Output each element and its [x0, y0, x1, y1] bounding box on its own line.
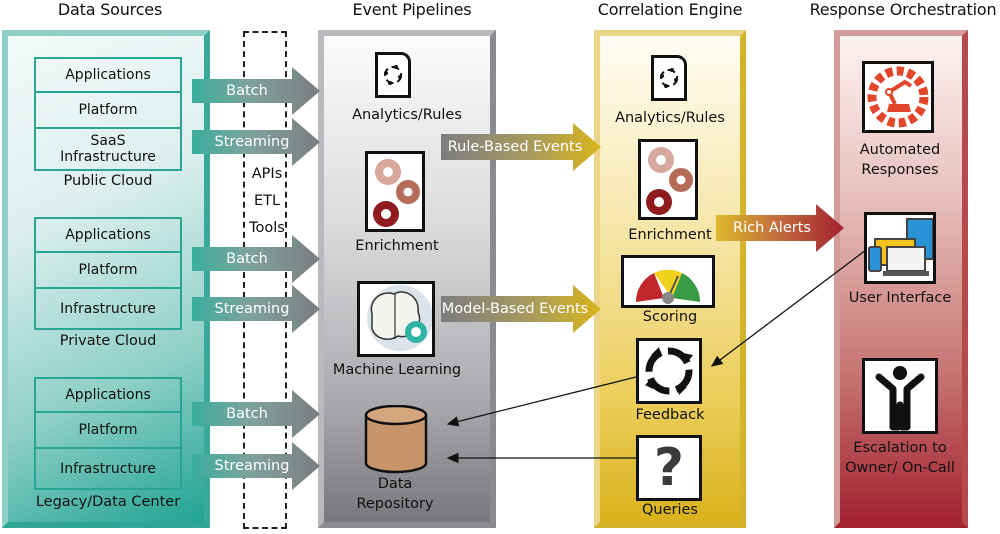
- document-cycle-icon: [651, 55, 687, 101]
- layer-infrastructure: Infrastructure: [60, 300, 156, 317]
- correlation-label-scoring: Scoring: [642, 309, 698, 325]
- ingest-tools-column: [243, 31, 287, 529]
- cycle-arrows-icon: [636, 338, 702, 404]
- tool-etl: ETL: [253, 193, 281, 209]
- correlation-label-feedback: Feedback: [635, 407, 705, 423]
- response-label-automated-responses: Automated Responses: [859, 142, 941, 178]
- layer-platform: Platform: [36, 253, 180, 289]
- arrow-label: Rule-Based Events: [447, 139, 583, 155]
- pipeline-label-data-repository: Data Repository: [356, 476, 434, 512]
- document-cycle-icon: [375, 52, 411, 98]
- rule-based-events-arrow: Rule-Based Events: [441, 123, 603, 171]
- layer-applications: Applications: [36, 219, 180, 253]
- pipeline-label-analytics-rules: Analytics/Rules: [352, 107, 462, 123]
- model-based-events-arrow: Model-Based Events: [441, 285, 603, 333]
- tool-tools: Tools: [249, 220, 285, 236]
- ui-to-feedback-line: [710, 249, 867, 367]
- gears-icon: [638, 139, 698, 220]
- streaming-arrow-private: Streaming: [192, 285, 322, 333]
- arrow-label: Streaming: [214, 134, 290, 150]
- ingest-tools-label: APIs ETL Tools: [243, 161, 291, 242]
- column-title-correlation-engine: Correlation Engine: [597, 0, 743, 19]
- arrow-label: Batch: [226, 406, 268, 422]
- feedback-to-repository-line: [446, 376, 637, 427]
- layer-platform: Platform: [36, 93, 180, 129]
- gauge-icon: [621, 255, 715, 308]
- response-label-user-interface: User Interface: [848, 290, 952, 306]
- streaming-arrow-public: Streaming: [192, 118, 322, 166]
- question-icon: ?: [636, 435, 702, 501]
- pipeline-label-machine-learning: Machine Learning: [332, 362, 462, 378]
- arrow-label: Streaming: [214, 301, 290, 317]
- group-label-legacy-data-center: Legacy/Data Center: [35, 494, 181, 510]
- layer-applications: Applications: [36, 379, 180, 413]
- correlation-label-analytics-rules: Analytics/Rules: [615, 110, 725, 126]
- batch-arrow-legacy: Batch: [192, 390, 322, 438]
- layer-applications: Applications: [36, 59, 180, 93]
- tool-apis: APIs: [251, 166, 283, 182]
- arrow-label: Rich Alerts: [733, 220, 811, 236]
- arrow-label: Batch: [226, 251, 268, 267]
- layer-infrastructure: Infrastructure: [60, 460, 156, 477]
- correlation-label-queries: Queries: [642, 502, 698, 518]
- devices-icon: [864, 212, 936, 284]
- arrow-label: Batch: [226, 83, 268, 99]
- database-icon: [364, 404, 428, 475]
- column-title-response-orchestration: Response Orchestration: [809, 0, 997, 19]
- layer-saas-infrastructure: SaaS Infrastructure: [60, 133, 156, 165]
- data-sources-panel: [2, 30, 210, 528]
- correlation-label-enrichment: Enrichment: [628, 227, 712, 243]
- arrow-label: Streaming: [214, 458, 290, 474]
- layer-platform: Platform: [36, 413, 180, 449]
- streaming-arrow-legacy: Streaming: [192, 442, 322, 490]
- arrow-label: Model-Based Events: [441, 301, 589, 317]
- brain-gear-icon: [357, 281, 435, 357]
- robot-gear-icon: [862, 61, 934, 133]
- batch-arrow-private: Batch: [192, 235, 322, 283]
- column-title-data-sources: Data Sources: [57, 0, 163, 19]
- response-label-escalation: Escalation to Owner/ On-Call: [845, 440, 955, 476]
- pipeline-label-enrichment: Enrichment: [355, 238, 439, 254]
- legacy-stack: Applications Platform Infrastructure: [34, 377, 182, 490]
- column-title-event-pipelines: Event Pipelines: [352, 0, 472, 19]
- rich-alerts-arrow: Rich Alerts: [716, 204, 846, 252]
- gears-icon: [365, 151, 425, 232]
- group-label-public-cloud: Public Cloud: [63, 173, 153, 189]
- private-cloud-stack: Applications Platform Infrastructure: [34, 217, 182, 330]
- group-label-private-cloud: Private Cloud: [59, 333, 157, 349]
- batch-arrow-public: Batch: [192, 67, 322, 115]
- person-icon: [862, 358, 938, 434]
- public-cloud-stack: Applications Platform SaaS Infrastructur…: [34, 57, 182, 171]
